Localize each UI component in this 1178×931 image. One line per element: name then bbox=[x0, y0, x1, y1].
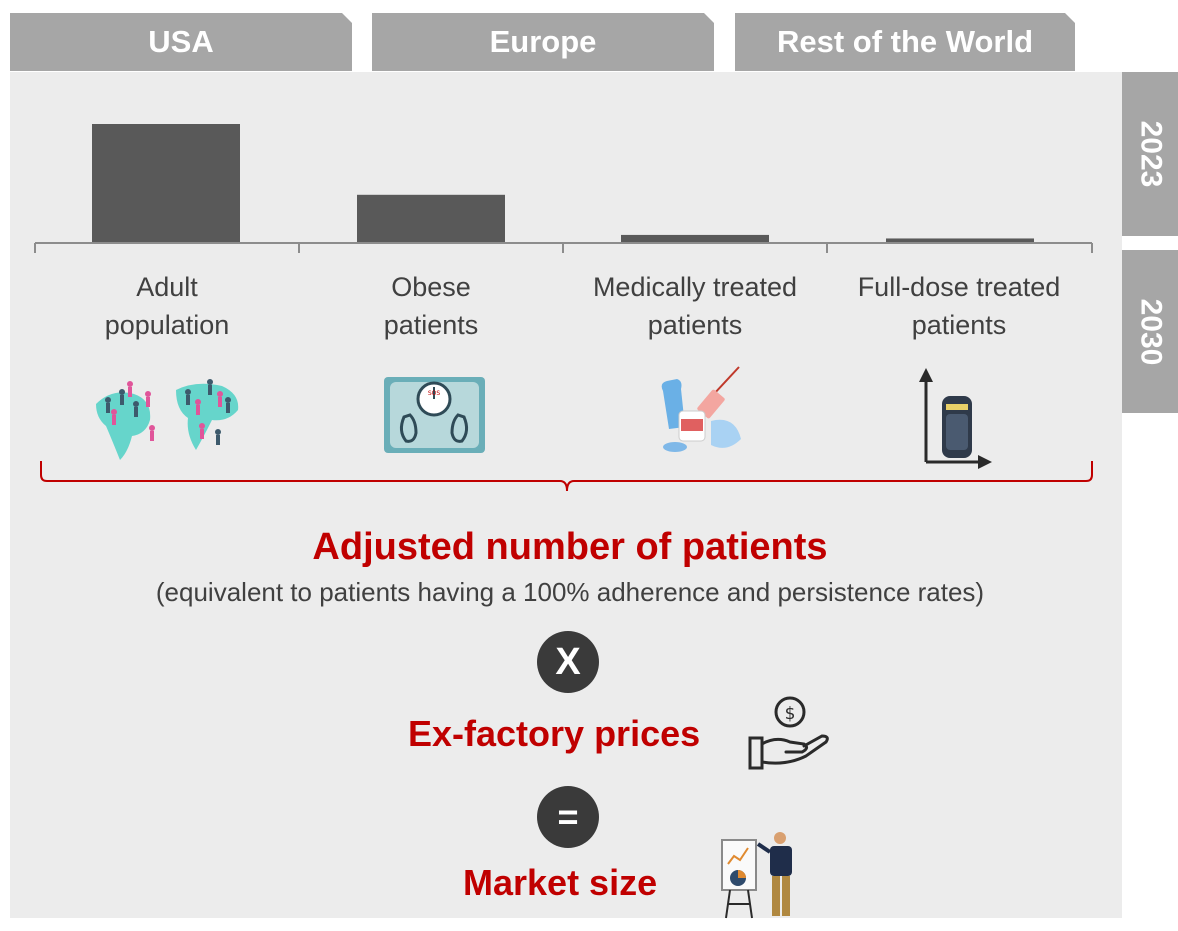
multiply-operator: X bbox=[537, 631, 599, 693]
full-dose-chart-icon bbox=[919, 368, 992, 469]
world-population-icon bbox=[96, 379, 239, 460]
stage-label-line: Obese bbox=[391, 272, 471, 302]
stage-label-full-dose-treated: Full-dose treated patients bbox=[829, 268, 1089, 344]
stage-label-line: Medically treated bbox=[592, 272, 798, 302]
tab-usa-label: USA bbox=[148, 24, 214, 59]
svg-text:$: $ bbox=[785, 704, 796, 724]
stage-label-adult-population: Adult population bbox=[37, 268, 297, 344]
svg-text:SOS: SOS bbox=[428, 390, 441, 397]
stage-label-line: Full-dose treated bbox=[857, 272, 1061, 302]
weight-scale-icon: SOS bbox=[384, 377, 485, 453]
tab-rest-of-world-label: Rest of the World bbox=[776, 24, 1034, 59]
stage-label-line: patients bbox=[911, 310, 1007, 340]
presenter-icon bbox=[721, 832, 792, 919]
stage-label-line: patients bbox=[383, 310, 479, 340]
medication-icon bbox=[661, 366, 741, 452]
tab-europe[interactable]: Europe bbox=[372, 13, 714, 71]
year-tab-2030[interactable]: 2030 bbox=[1122, 250, 1178, 413]
year-tab-2023[interactable]: 2023 bbox=[1122, 72, 1178, 236]
year-label-2023: 2023 bbox=[1134, 120, 1167, 188]
stage-label-line: patients bbox=[647, 310, 743, 340]
tab-europe-label: Europe bbox=[489, 24, 597, 59]
tab-usa[interactable]: USA bbox=[10, 13, 352, 71]
stage-label-obese-patients: Obese patients bbox=[301, 268, 561, 344]
adjusted-patients-subtitle: (equivalent to patients having a 100% ad… bbox=[155, 577, 985, 607]
stage-label-medically-treated: Medically treated patients bbox=[565, 268, 825, 344]
market-size-label: Market size bbox=[463, 862, 658, 903]
adjusted-patients-title: Adjusted number of patients bbox=[312, 526, 828, 568]
stage-label-line: Adult bbox=[136, 272, 198, 302]
price-hand-icon: $ bbox=[748, 696, 829, 770]
ex-factory-prices-label: Ex-factory prices bbox=[408, 713, 701, 754]
tab-rest-of-world[interactable]: Rest of the World bbox=[735, 13, 1075, 71]
equals-operator: = bbox=[537, 786, 599, 848]
year-label-2030: 2030 bbox=[1134, 298, 1167, 365]
stage-label-line: population bbox=[104, 310, 230, 340]
